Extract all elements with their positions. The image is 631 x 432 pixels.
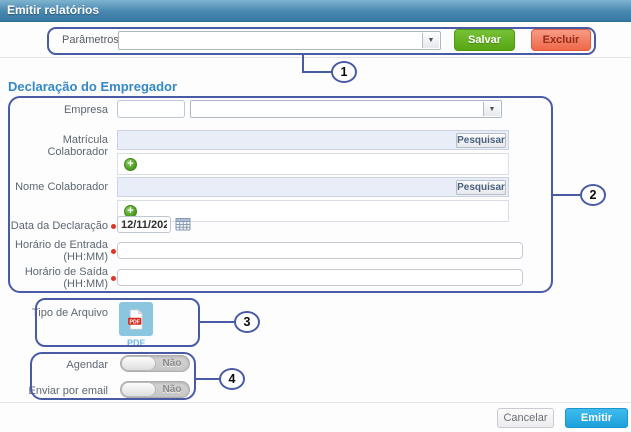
- save-button[interactable]: Salvar: [454, 29, 515, 51]
- add-icon[interactable]: [124, 158, 137, 171]
- matricula-label: Matrícula Colaborador: [47, 134, 108, 158]
- data-declaracao-input[interactable]: [117, 216, 171, 233]
- horario-saida-format-label: (HH:MM): [63, 278, 108, 290]
- empresa-code-input[interactable]: [117, 100, 185, 118]
- callout-line: [302, 55, 304, 73]
- toggle-knob[interactable]: [121, 382, 156, 397]
- nome-search-field[interactable]: Pesquisar: [117, 177, 509, 197]
- horario-entrada-format-label: (HH:MM): [63, 251, 108, 263]
- agendar-toggle-value: Não: [162, 358, 182, 369]
- svg-text:PDF: PDF: [129, 319, 140, 325]
- page-title: Emitir relatórios: [7, 3, 100, 17]
- delete-button[interactable]: Excluir: [531, 29, 591, 51]
- nome-selected-list[interactable]: [117, 200, 509, 222]
- required-indicator: [111, 276, 116, 281]
- callout-1-badge: 1: [331, 61, 357, 83]
- callout-2-badge: 2: [580, 184, 606, 206]
- chevron-down-icon[interactable]: [422, 33, 439, 48]
- matricula-search-button[interactable]: Pesquisar: [456, 133, 506, 148]
- enviar-email-toggle-value: Não: [162, 384, 182, 395]
- nome-label: Nome Colaborador: [15, 181, 108, 193]
- tipo-arquivo-label: Tipo de Arquivo: [31, 307, 108, 319]
- horario-entrada-input[interactable]: [117, 242, 523, 259]
- window-titlebar: Emitir relatórios: [0, 0, 631, 22]
- pdf-option-caption: PDF: [127, 338, 145, 348]
- cancel-button[interactable]: Cancelar: [497, 408, 554, 428]
- callout-line: [194, 378, 221, 380]
- matricula-selected-list[interactable]: [117, 153, 509, 175]
- agendar-label: Agendar: [66, 359, 108, 371]
- pdf-file-icon: PDF: [128, 308, 144, 330]
- callout-line: [551, 194, 582, 196]
- pdf-option-tile[interactable]: PDF: [119, 302, 153, 336]
- data-declaracao-label: Data da Declaração: [10, 220, 108, 232]
- empresa-label: Empresa: [63, 104, 108, 116]
- toggle-knob[interactable]: [121, 356, 156, 371]
- chevron-down-icon[interactable]: [483, 102, 500, 116]
- footer-divider: [0, 402, 631, 403]
- required-indicator: [111, 249, 116, 254]
- parameters-label: Parâmetros: [62, 34, 119, 46]
- nome-search-button[interactable]: Pesquisar: [456, 180, 506, 195]
- callout-line: [302, 71, 333, 73]
- parameters-select[interactable]: [118, 31, 441, 50]
- callout-4-badge: 4: [219, 368, 245, 390]
- callout-line: [198, 321, 236, 323]
- section-divider: [0, 57, 631, 58]
- calendar-icon[interactable]: [175, 217, 191, 232]
- agendar-toggle[interactable]: Não: [120, 355, 190, 372]
- callout-3-badge: 3: [234, 311, 260, 333]
- required-indicator: [111, 224, 116, 229]
- empresa-name-select[interactable]: [190, 100, 502, 118]
- submit-button[interactable]: Emitir: [565, 408, 628, 428]
- enviar-email-label: Enviar por email: [28, 385, 108, 397]
- horario-saida-input[interactable]: [117, 269, 523, 286]
- horario-entrada-label: Horário de Entrada: [15, 239, 108, 251]
- section-heading: Declaração do Empregador: [8, 79, 178, 94]
- enviar-email-toggle[interactable]: Não: [120, 381, 190, 398]
- horario-saida-label: Horário de Saída: [24, 266, 108, 278]
- matricula-search-field[interactable]: Pesquisar: [117, 130, 509, 150]
